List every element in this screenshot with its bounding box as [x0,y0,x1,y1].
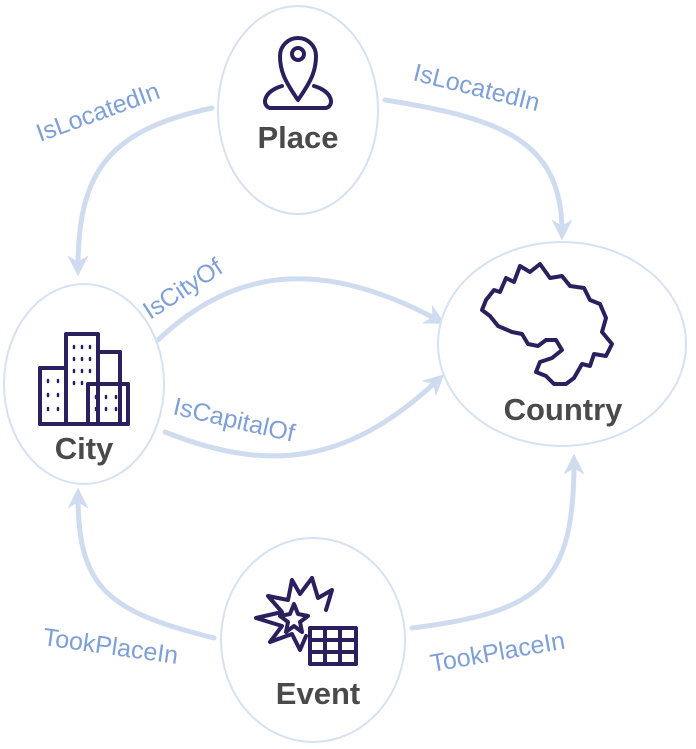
node-event: Event [220,537,406,743]
edge-place-to-country: IsLocatedIn [382,59,573,241]
node-place: Place [217,5,379,215]
edge-line [67,105,215,277]
node-label-event: Event [276,676,360,711]
country-map-icon [480,262,614,386]
edge-line [382,97,573,241]
edge-event-to-country: TookPlaceIn [409,453,585,678]
node-ring [3,283,165,485]
edge-line [67,487,217,641]
edge-place-to-city: IsLocatedIn [32,77,215,277]
node-country: Country [437,241,687,447]
edge-label-iscityof: IsCityOf [138,253,228,325]
edge-line [409,453,585,631]
node-label-city: City [55,431,114,466]
edge-label-place-to-city: IsLocatedIn [32,77,163,148]
edge-label-event-to-country: TookPlaceIn [428,627,567,678]
city-buildings-icon [38,332,130,426]
node-city: City [3,283,165,485]
edge-city-to-country-iscapitalof: IsCapitalOf [162,374,445,459]
edge-label-event-to-city: TookPlaceIn [41,623,180,670]
event-burst-calendar-icon [254,576,358,666]
node-label-place: Place [257,120,338,155]
edge-line [155,276,446,343]
edge-event-to-city: TookPlaceIn [41,487,217,670]
map-pin-icon [263,36,333,110]
edge-line [162,374,445,459]
node-label-country: Country [504,392,624,427]
edge-city-to-country-iscityof: IsCityOf [138,253,446,343]
